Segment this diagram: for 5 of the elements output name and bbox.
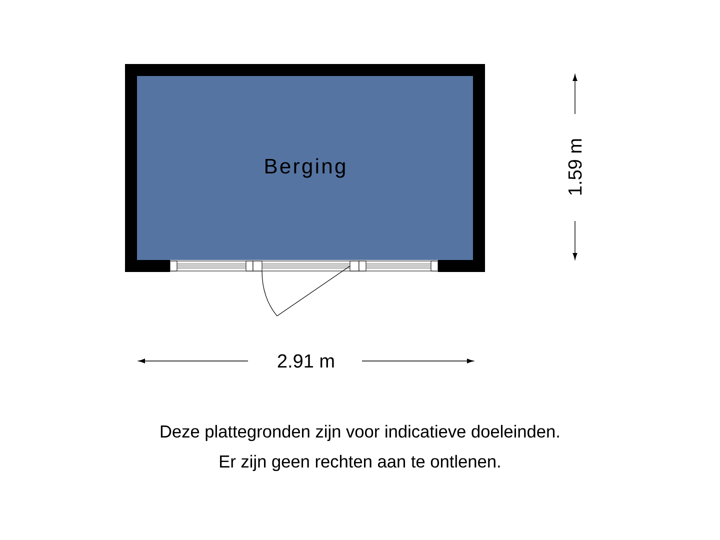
disclaimer-text: Deze plattegronden zijn voor indicatieve doeleinden. (160, 424, 559, 442)
dimension-label: 2.91 m (278, 354, 334, 368)
dimension-label: 1.59 m (568, 139, 582, 195)
room: Berging (137, 76, 473, 260)
disclaimer-text: Er zijn geen rechten aan te ontlenen. (220, 454, 500, 472)
